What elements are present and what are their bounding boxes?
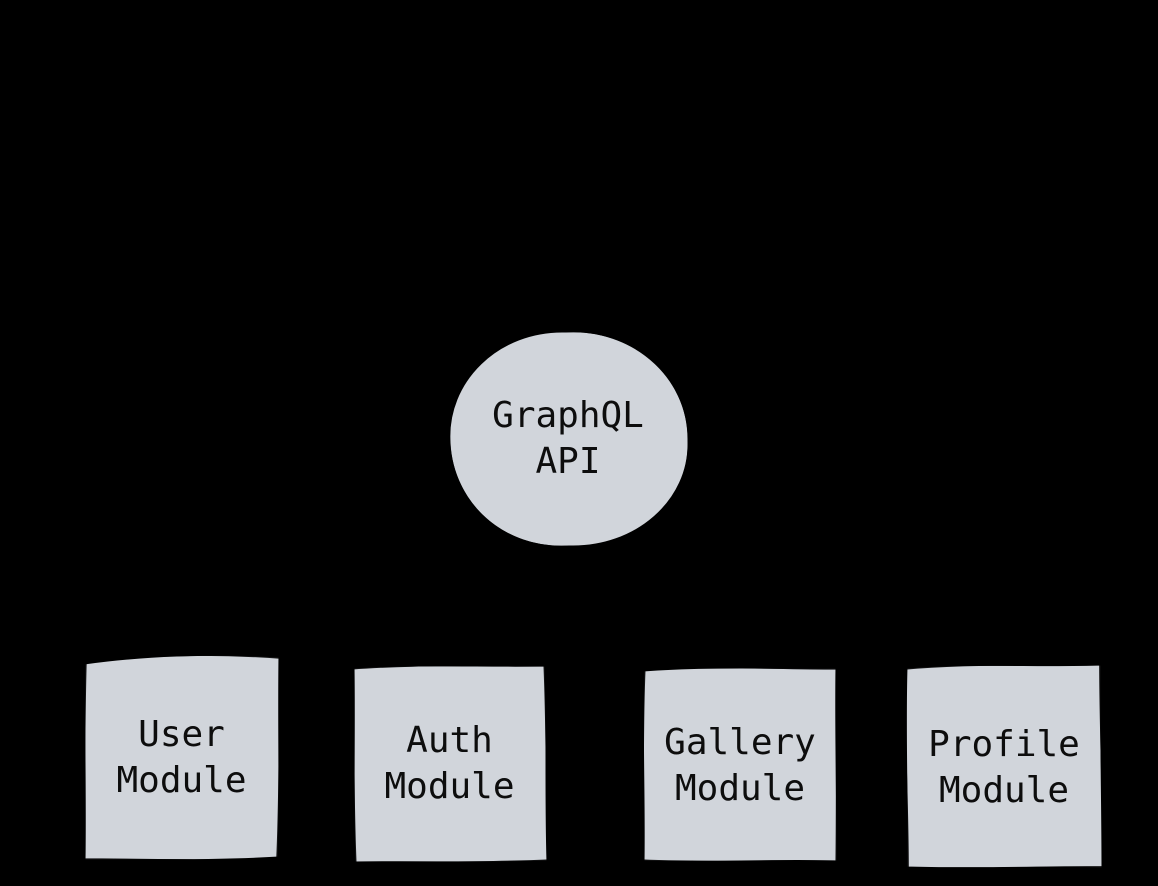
gallery-module-node — [640, 665, 840, 865]
auth-module-node — [350, 662, 551, 866]
user-module-node — [81, 652, 283, 863]
graphql-api-node — [447, 329, 691, 549]
profile-module-node — [903, 661, 1106, 871]
